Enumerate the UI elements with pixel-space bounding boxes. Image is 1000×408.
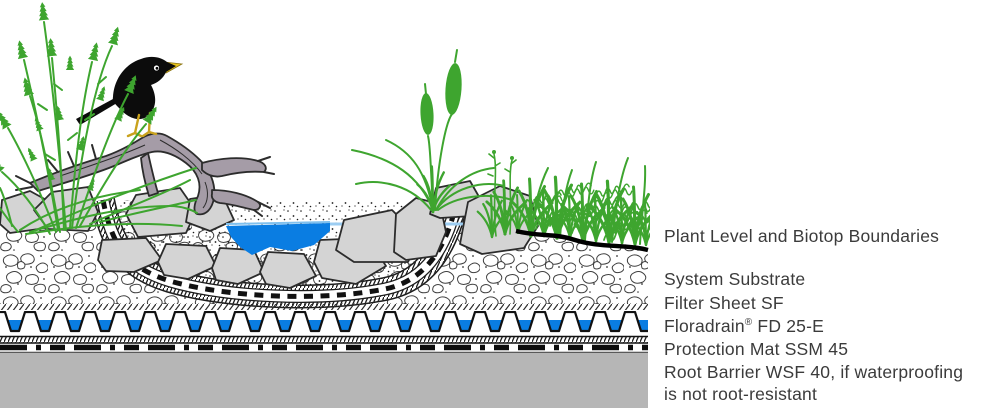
boulders	[0, 180, 539, 289]
label-plant-level: Plant Level and Biotop Boundaries	[664, 226, 940, 246]
label-system-substrate: System Substrate	[664, 269, 806, 289]
dead-branch	[15, 132, 275, 217]
cattail-head	[445, 63, 462, 115]
cross-section-illustration	[0, 1, 650, 408]
floradrain-layer	[0, 311, 648, 336]
label-root-barrier-2: is not root-resistant	[664, 384, 818, 404]
label-protection-mat: Protection Mat SSM 45	[664, 339, 849, 359]
registered-mark: ®	[744, 317, 753, 329]
stone	[259, 251, 317, 289]
plant-level-line	[515, 228, 649, 253]
protection-mat-layer	[0, 335, 648, 344]
label-filter-sheet: Filter Sheet SF	[664, 293, 784, 313]
shrub-left	[0, 1, 198, 235]
pond	[225, 221, 331, 255]
filter-sheet-layer	[0, 303, 648, 310]
label-floradrain: Floradrain® FD 25-E	[664, 316, 824, 336]
meadow-grass	[476, 150, 650, 253]
label-root-barrier-1: Root Barrier WSF 40, if waterproofing	[664, 362, 964, 382]
blackbird	[76, 56, 184, 138]
bulrush-clump	[351, 49, 513, 214]
roof-deck-slab	[0, 351, 648, 408]
cattail-head	[420, 93, 434, 135]
